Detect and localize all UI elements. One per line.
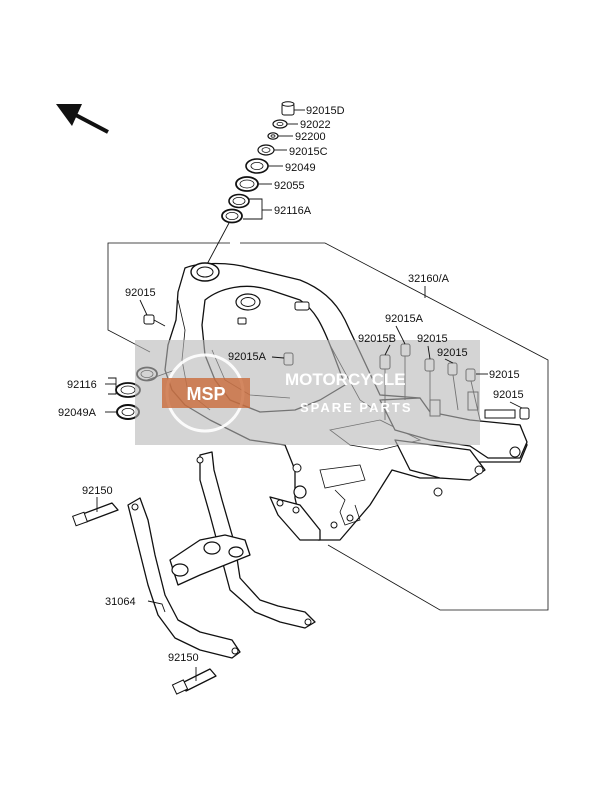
part-92015c-nut[interactable] bbox=[257, 144, 275, 156]
label-92015a-right[interactable]: 92015A bbox=[385, 313, 424, 325]
part-92116a-bearing[interactable] bbox=[221, 193, 250, 224]
label-92015-r4[interactable]: 92015 bbox=[493, 389, 524, 401]
label-31064[interactable]: 31064 bbox=[105, 596, 136, 608]
label-92015b[interactable]: 92015B bbox=[358, 333, 396, 345]
label-92055[interactable]: 92055 bbox=[274, 180, 305, 192]
watermark: MSP MOTORCYCLE SPARE PARTS bbox=[135, 340, 480, 445]
part-92150-bottom-bolt[interactable] bbox=[171, 667, 217, 695]
watermark-logo: MSP bbox=[186, 384, 225, 404]
label-92015-r3[interactable]: 92015 bbox=[489, 369, 520, 381]
label-92150-bottom[interactable]: 92150 bbox=[168, 652, 199, 664]
part-92150-top-bolt[interactable] bbox=[72, 497, 119, 527]
label-92015a-center[interactable]: 92015A bbox=[228, 351, 267, 363]
label-92049[interactable]: 92049 bbox=[285, 162, 316, 174]
label-92015d[interactable]: 92015D bbox=[306, 105, 345, 117]
part-labels: 92015D 92022 92200 92015C 92049 92055 92… bbox=[58, 105, 524, 664]
part-92200-washer[interactable] bbox=[267, 132, 279, 140]
part-92015-collar-d[interactable] bbox=[519, 407, 530, 420]
label-92015-r1[interactable]: 92015 bbox=[417, 333, 448, 345]
part-92022-washer[interactable] bbox=[272, 119, 288, 129]
part-92055-o-ring[interactable] bbox=[235, 176, 259, 192]
watermark-line1: MOTORCYCLE bbox=[285, 370, 406, 389]
label-92200[interactable]: 92200 bbox=[295, 131, 326, 143]
part-92015-left-bolt[interactable] bbox=[143, 314, 166, 327]
label-92022[interactable]: 92022 bbox=[300, 119, 331, 131]
part-92015d-nut[interactable] bbox=[281, 101, 295, 116]
label-92015c[interactable]: 92015C bbox=[289, 146, 328, 158]
assembly-outline bbox=[107, 242, 549, 611]
front-direction-arrow-icon bbox=[56, 104, 109, 134]
label-92049a[interactable]: 92049A bbox=[58, 407, 97, 419]
watermark-line2: SPARE PARTS bbox=[300, 400, 413, 415]
part-92049-seal[interactable] bbox=[245, 158, 269, 174]
leader-lines-top bbox=[243, 109, 305, 220]
label-92015-left[interactable]: 92015 bbox=[125, 287, 156, 299]
label-32160a[interactable]: 32160/A bbox=[408, 273, 450, 285]
steering-stack bbox=[204, 101, 295, 269]
part-31064-engine-bracket[interactable] bbox=[127, 451, 316, 659]
label-92015-r2[interactable]: 92015 bbox=[437, 347, 468, 359]
label-92116[interactable]: 92116 bbox=[67, 379, 97, 391]
leader-lines-lower bbox=[147, 600, 166, 613]
label-92150-top[interactable]: 92150 bbox=[82, 485, 113, 497]
label-92116a[interactable]: 92116A bbox=[274, 205, 312, 217]
leader-lines-right bbox=[139, 299, 523, 409]
